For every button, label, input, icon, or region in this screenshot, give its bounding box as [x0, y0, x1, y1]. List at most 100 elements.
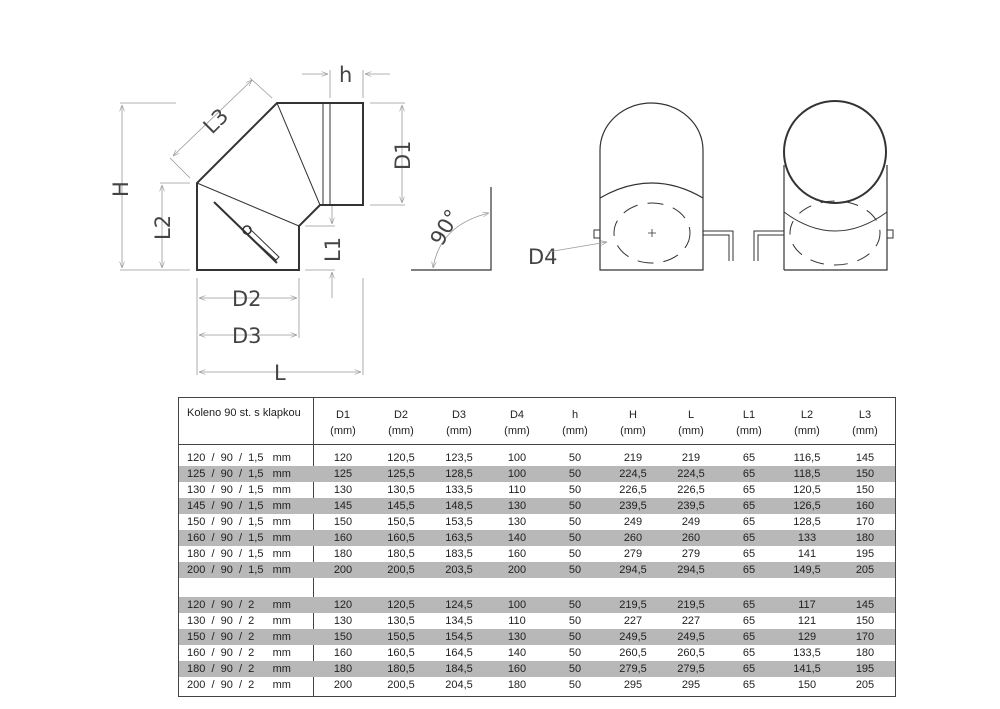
- cell-D1: 120: [333, 452, 353, 464]
- cell-L3: 180: [855, 647, 875, 659]
- elbow-front-view: [547, 102, 734, 271]
- row-label: 160 / 90 / 2 mm: [187, 647, 291, 659]
- cell-D1: 125: [333, 468, 353, 480]
- column-label: D1: [335, 409, 351, 421]
- column-header-D1: D1 (mm): [314, 407, 372, 439]
- cell-L: 219,5: [677, 599, 705, 611]
- column-header-L: L(mm): [662, 407, 720, 439]
- column-unit: (mm): [504, 425, 530, 437]
- cell-D1: 180: [333, 663, 353, 675]
- cell-H: 224,5: [619, 468, 647, 480]
- cell-H: 226,5: [619, 484, 647, 496]
- cell-D2: 180,5: [387, 663, 415, 675]
- cell-H: 295: [623, 679, 643, 691]
- dimension-table: Koleno 90 st. s klapkou D1(mm)D2(mm)D3(m…: [178, 397, 896, 697]
- label-D1: D1: [391, 140, 415, 170]
- cell-h: 50: [568, 679, 582, 691]
- cell-D2: 145,5: [387, 500, 415, 512]
- cell-L1: 65: [742, 564, 756, 576]
- cell-L3: 180: [855, 532, 875, 544]
- cell-L2: 129: [797, 631, 817, 643]
- column-unit: (mm): [678, 425, 704, 437]
- cell-L2: 120,5: [793, 484, 821, 496]
- cell-h: 50: [568, 615, 582, 627]
- row-label: 120 / 90 / 1,5 mm: [187, 452, 291, 464]
- label-D3: D3: [232, 324, 262, 348]
- damper-flap: [213, 201, 280, 264]
- cell-D4: 100: [507, 452, 527, 464]
- cell-L: 294,5: [677, 564, 705, 576]
- cell-D3: 123,5: [445, 452, 473, 464]
- column-unit: (mm): [330, 425, 356, 437]
- row-label: 200 / 90 / 2 mm: [187, 679, 291, 691]
- cell-D2: 160,5: [387, 532, 415, 544]
- cell-L: 227: [681, 615, 701, 627]
- cell-D4: 110: [508, 615, 526, 627]
- cell-D4: 110: [508, 484, 526, 496]
- angle-symbol: [411, 187, 492, 271]
- cell-D4: 100: [507, 599, 527, 611]
- cell-D4: 180: [507, 679, 527, 691]
- column-header-L1: L1(mm): [720, 407, 778, 439]
- column-unit: (mm): [736, 425, 762, 437]
- cell-L1: 65: [742, 631, 756, 643]
- column-header-D4: D4(mm): [488, 407, 546, 439]
- cell-D4: 100: [507, 468, 527, 480]
- cell-D4: 140: [507, 532, 527, 544]
- cell-L: 226,5: [677, 484, 705, 496]
- cell-D2: 200,5: [387, 564, 415, 576]
- cell-D3: 154,5: [445, 631, 473, 643]
- cell-L3: 145: [855, 599, 875, 611]
- cell-L2: 133: [797, 532, 817, 544]
- column-unit: (mm): [852, 425, 878, 437]
- cell-D4: 140: [507, 647, 527, 659]
- cell-L2: 116,5: [793, 452, 821, 464]
- cell-L3: 205: [855, 679, 875, 691]
- label-D2: D2: [232, 287, 262, 311]
- row-label: 125 / 90 / 1,5 mm: [187, 468, 291, 480]
- row-label: 130 / 90 / 2 mm: [187, 615, 291, 627]
- cell-D1: 160: [333, 647, 353, 659]
- cell-h: 50: [568, 532, 582, 544]
- label-L: L: [274, 361, 286, 385]
- cell-D2: 160,5: [387, 647, 415, 659]
- cell-L: 260,5: [677, 647, 705, 659]
- cell-h: 50: [568, 500, 582, 512]
- cell-D3: 124,5: [445, 599, 473, 611]
- cell-D3: 183,5: [445, 548, 473, 560]
- cell-L1: 65: [742, 679, 756, 691]
- row-label: 145 / 90 / 1,5 mm: [187, 500, 291, 512]
- cell-L: 279: [681, 548, 701, 560]
- cell-L: 279,5: [677, 663, 705, 675]
- row-label: 200 / 90 / 1,5 mm: [187, 564, 291, 576]
- row-label: 120 / 90 / 2 mm: [187, 599, 291, 611]
- cell-L: 239,5: [677, 500, 705, 512]
- cell-h: 50: [568, 468, 582, 480]
- column-label: H: [629, 409, 637, 421]
- column-header-h: h(mm): [546, 407, 604, 439]
- cell-D4: 200: [507, 564, 527, 576]
- cell-L3: 205: [855, 564, 875, 576]
- cell-D3: 203,5: [445, 564, 473, 576]
- cell-h: 50: [568, 647, 582, 659]
- cell-h: 50: [568, 484, 582, 496]
- cell-L: 260: [681, 532, 701, 544]
- label-L2: L2: [151, 215, 175, 240]
- cell-L1: 65: [742, 647, 756, 659]
- cell-H: 239,5: [619, 500, 647, 512]
- column-unit: (mm): [620, 425, 646, 437]
- cell-L: 249,5: [677, 631, 705, 643]
- cell-D2: 200,5: [387, 679, 415, 691]
- cell-h: 50: [568, 599, 582, 611]
- cell-L3: 150: [855, 484, 875, 496]
- cell-h: 50: [568, 516, 582, 528]
- table-title: Koleno 90 st. s klapkou: [187, 407, 301, 419]
